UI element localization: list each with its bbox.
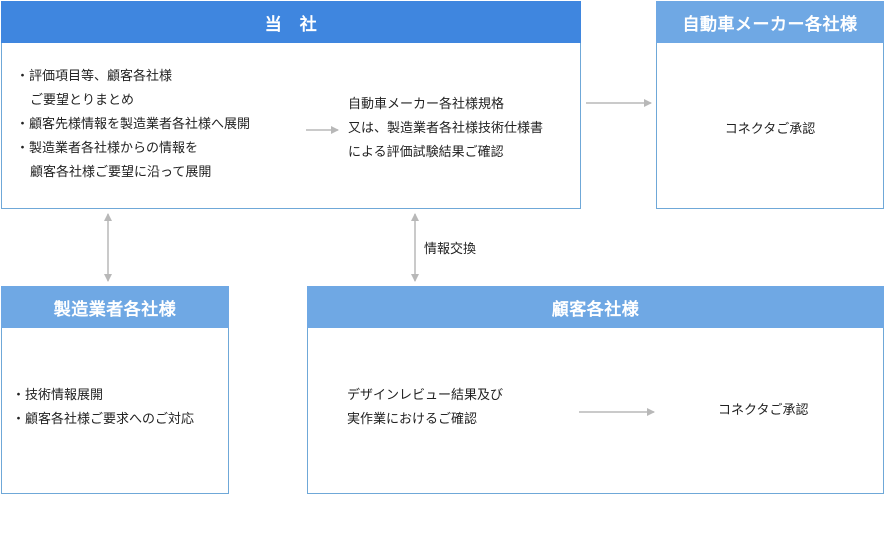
manufacturer-line: ・技術情報展開: [12, 388, 104, 403]
customer-right-text: コネクタご承認: [718, 399, 808, 423]
manufacturer-box: 製造業者各社様 ・技術情報展開 ・顧客各社様ご要求へのご対応: [1, 286, 229, 494]
tosha-title: 当 社: [264, 14, 318, 35]
customer-title: 顧客各社様: [551, 299, 640, 320]
tosha-left-line: ご要望とりまとめ: [30, 93, 135, 108]
tosha-left-line: ・評価項目等、顧客各社様: [16, 69, 173, 84]
automaker-box: 自動車メーカー各社様 コネクタご承認: [656, 1, 884, 209]
customer-left-line: デザインレビュー結果及び: [347, 388, 504, 403]
tosha-right-text: 自動車メーカー各社様規格 又は、製造業者各社様技術仕様書 による評価試験結果ご確…: [348, 93, 543, 165]
customer-left-line: 実作業におけるご確認: [347, 412, 478, 427]
automaker-approval-text: コネクタご承認: [724, 122, 816, 137]
automaker-title: 自動車メーカー各社様: [682, 14, 858, 35]
customer-left-text: デザインレビュー結果及び 実作業におけるご確認: [347, 384, 503, 432]
tosha-left-line: 顧客各社様ご要望に沿って展開: [30, 165, 212, 180]
manufacturer-title: 製造業者各社様: [53, 299, 177, 320]
tosha-right-line: 自動車メーカー各社様規格: [348, 97, 505, 112]
info-exchange-text: 情報交換: [424, 242, 477, 257]
manufacturer-header: 製造業者各社様: [1, 286, 229, 328]
tosha-box: 当 社 ・評価項目等、顧客各社様 ご要望とりまとめ ・顧客先様情報を製造業者各社…: [1, 1, 581, 209]
manufacturer-text: ・技術情報展開 ・顧客各社様ご要求へのご対応: [12, 384, 194, 432]
manufacturer-line: ・顧客各社様ご要求へのご対応: [12, 412, 195, 427]
customer-box: 顧客各社様 デザインレビュー結果及び 実作業におけるご確認 コネクタご承認: [307, 286, 884, 494]
tosha-left-line: ・顧客先様情報を製造業者各社様へ展開: [16, 117, 251, 132]
customer-approval-text: コネクタご承認: [718, 403, 809, 418]
tosha-left-text: ・評価項目等、顧客各社様 ご要望とりまとめ ・顧客先様情報を製造業者各社様へ展開…: [16, 65, 250, 185]
tosha-left-line: ・製造業者各社様からの情報を: [16, 141, 199, 156]
automaker-header: 自動車メーカー各社様: [656, 1, 884, 43]
customer-header: 顧客各社様: [307, 286, 884, 328]
tosha-right-line: 又は、製造業者各社様技術仕様書: [348, 121, 544, 136]
tosha-right-line: による評価試験結果ご確認: [348, 145, 504, 160]
automaker-body: コネクタご承認: [657, 118, 883, 142]
tosha-header: 当 社: [1, 1, 581, 43]
info-exchange-label: 情報交換: [424, 238, 476, 257]
